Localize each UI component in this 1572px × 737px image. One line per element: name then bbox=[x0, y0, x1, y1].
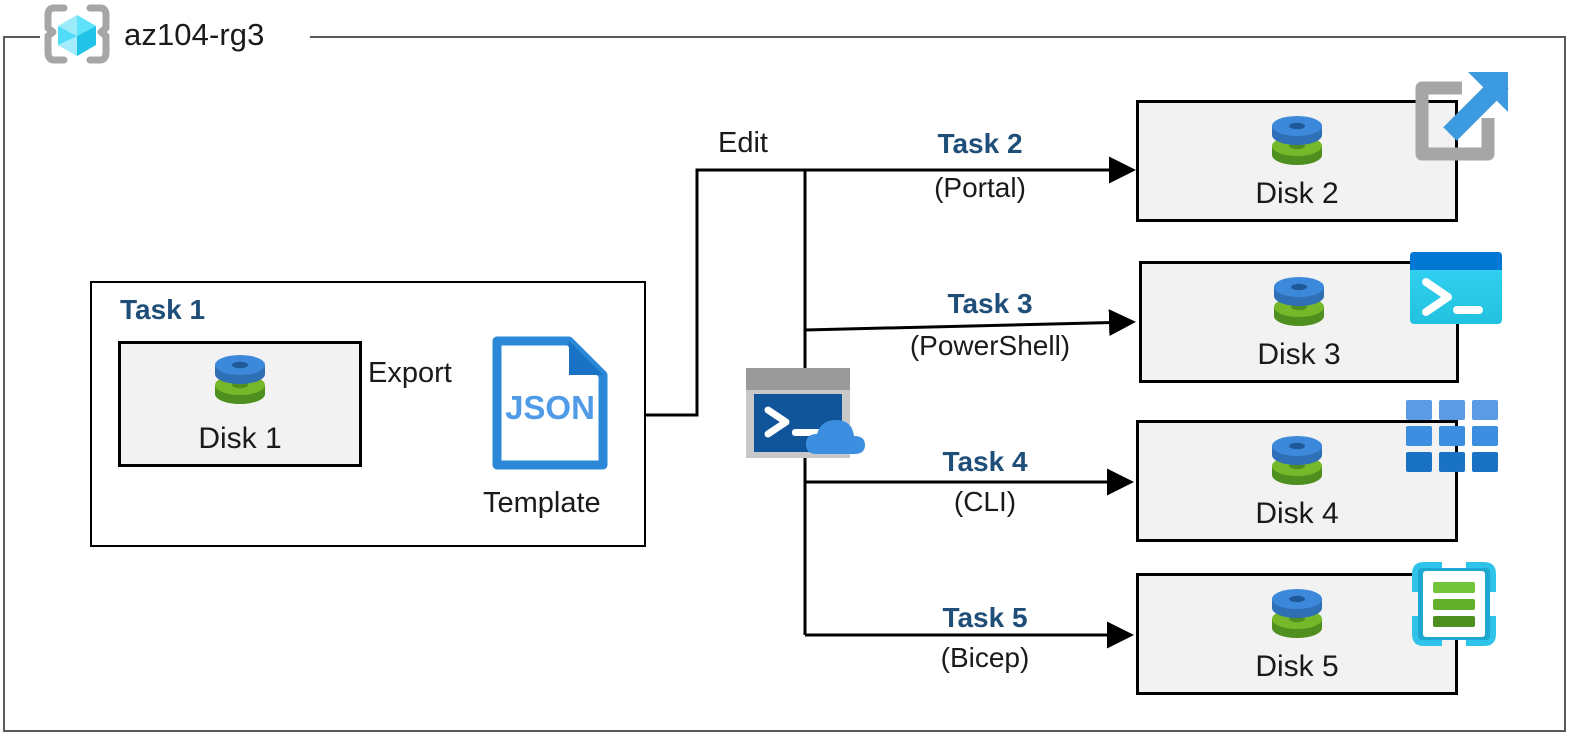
resource-group-cube-icon bbox=[44, 4, 110, 66]
disk-icon bbox=[209, 352, 271, 419]
edit-label: Edit bbox=[718, 127, 768, 159]
disk-icon bbox=[1266, 433, 1328, 500]
task5-tool-label: (Bicep) bbox=[940, 642, 1030, 673]
disk2-box: Disk 2 bbox=[1136, 100, 1458, 222]
task4-label: Task 4 bbox=[942, 446, 1028, 477]
bicep-icon bbox=[1408, 558, 1500, 655]
portal-external-link-icon bbox=[1404, 62, 1518, 173]
disk-icon bbox=[1266, 113, 1328, 180]
disk5-box: Disk 5 bbox=[1136, 573, 1458, 695]
task4-tool-label: (CLI) bbox=[953, 486, 1017, 517]
task1-label: Task 1 bbox=[120, 294, 206, 325]
task3-tool-label: (PowerShell) bbox=[909, 330, 1071, 361]
disk4-box: Disk 4 bbox=[1136, 420, 1458, 542]
disk3-caption: Disk 3 bbox=[1257, 338, 1341, 371]
resource-group-boundary bbox=[3, 36, 1566, 732]
disk-icon bbox=[1266, 586, 1328, 653]
cloud-shell-icon bbox=[744, 366, 866, 469]
task2-label: Task 2 bbox=[937, 128, 1023, 159]
disk5-caption: Disk 5 bbox=[1255, 650, 1339, 683]
task2-tool-label: (Portal) bbox=[934, 172, 1026, 203]
template-caption: Template bbox=[483, 487, 601, 519]
disk3-box: Disk 3 bbox=[1139, 261, 1459, 383]
azure-cli-grid-icon bbox=[1406, 400, 1498, 477]
disk2-caption: Disk 2 bbox=[1255, 177, 1339, 210]
task5-label: Task 5 bbox=[942, 602, 1028, 633]
json-file-icon: JSON bbox=[489, 333, 611, 478]
resource-group-header: az104-rg3 bbox=[44, 4, 265, 66]
disk4-caption: Disk 4 bbox=[1255, 497, 1339, 530]
export-label: Export bbox=[368, 357, 452, 389]
resource-group-name: az104-rg3 bbox=[124, 17, 265, 52]
task3-label: Task 3 bbox=[947, 288, 1033, 319]
svg-text:JSON: JSON bbox=[505, 389, 595, 426]
powershell-icon bbox=[1408, 250, 1504, 331]
disk1-caption: Disk 1 bbox=[198, 422, 282, 455]
disk1-box: Disk 1 bbox=[118, 341, 362, 467]
disk-icon bbox=[1268, 274, 1330, 341]
